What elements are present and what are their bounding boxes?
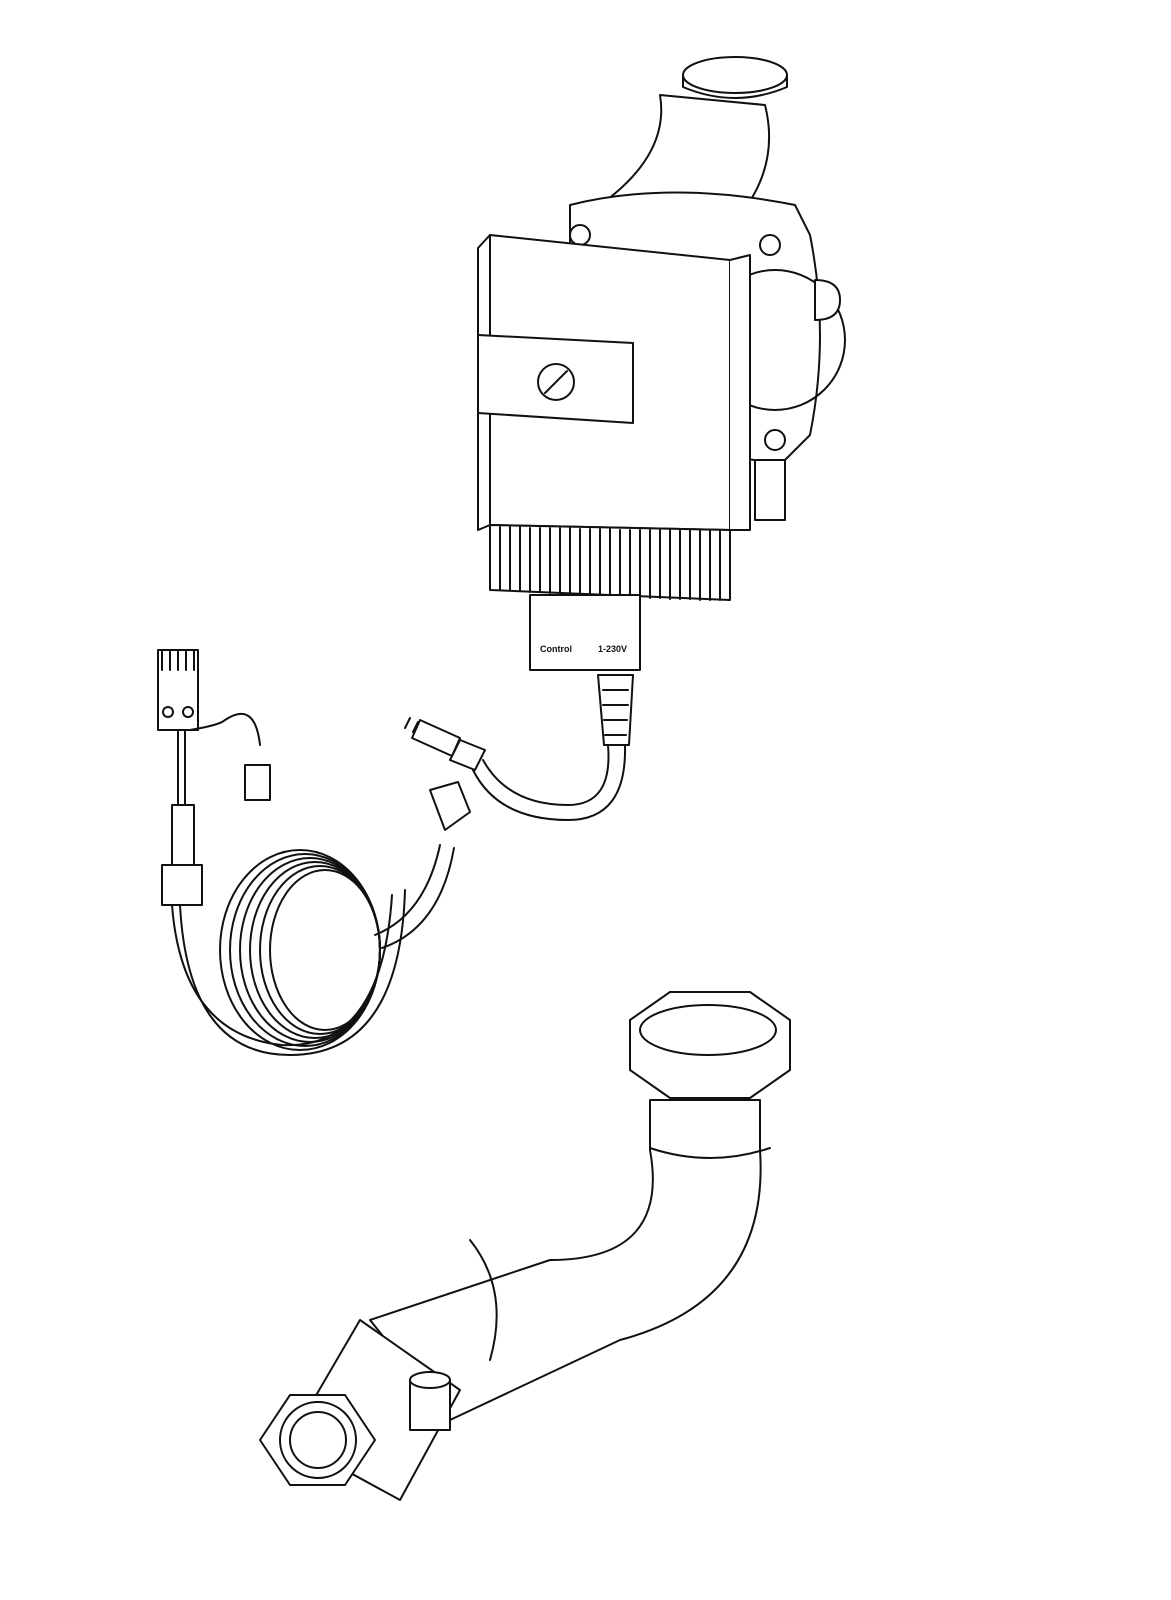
pump-cable [404, 717, 627, 821]
voltage-label: 1-230V [598, 644, 627, 654]
connector-cable [157, 649, 471, 1056]
connection-pipe [259, 991, 791, 1501]
circulation-pump: Control 1-230V [477, 56, 846, 746]
control-label: Control [540, 644, 572, 654]
